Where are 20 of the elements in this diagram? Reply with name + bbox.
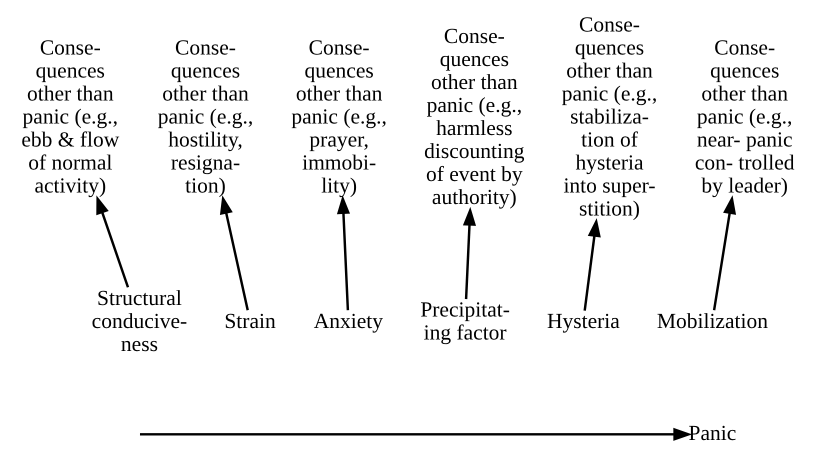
node-text: Conse- quences other than panic (e.g., near- panic con- trolled by leader): [694, 35, 794, 198]
node-text: Mobilization: [656, 308, 768, 333]
arrow: [96, 195, 129, 288]
arrow: [582, 218, 600, 311]
arrow: [336, 195, 350, 310]
node-text: Anxiety: [313, 308, 382, 333]
node-text: Conse- quences other than panic (e.g., hostility, resigna- tion): [157, 35, 253, 198]
node-text: Structural conducive- ness: [91, 286, 187, 356]
node-text: Conse- quences other than panic (e.g., prayer, immobi- lity): [290, 35, 386, 198]
arrow: [219, 195, 248, 310]
arrow: [139, 428, 692, 441]
node-text: Hysteria: [546, 308, 620, 333]
arrow: [712, 195, 736, 310]
node-text: Conse- quences other than panic (e.g., stabiliza- tion of hysteria into super- stition): [561, 12, 657, 221]
node-text: Precipitat- ing factor: [420, 297, 510, 344]
arrow: [462, 206, 476, 300]
node-text: Panic: [688, 421, 736, 445]
node-text: Strain: [224, 308, 276, 333]
node-text: Conse- quences other than panic (e.g., harmless discounting of event by authority): [424, 24, 524, 210]
node-text: Conse- quences other than panic (e.g., ebb & flow of normal activity): [20, 35, 119, 198]
